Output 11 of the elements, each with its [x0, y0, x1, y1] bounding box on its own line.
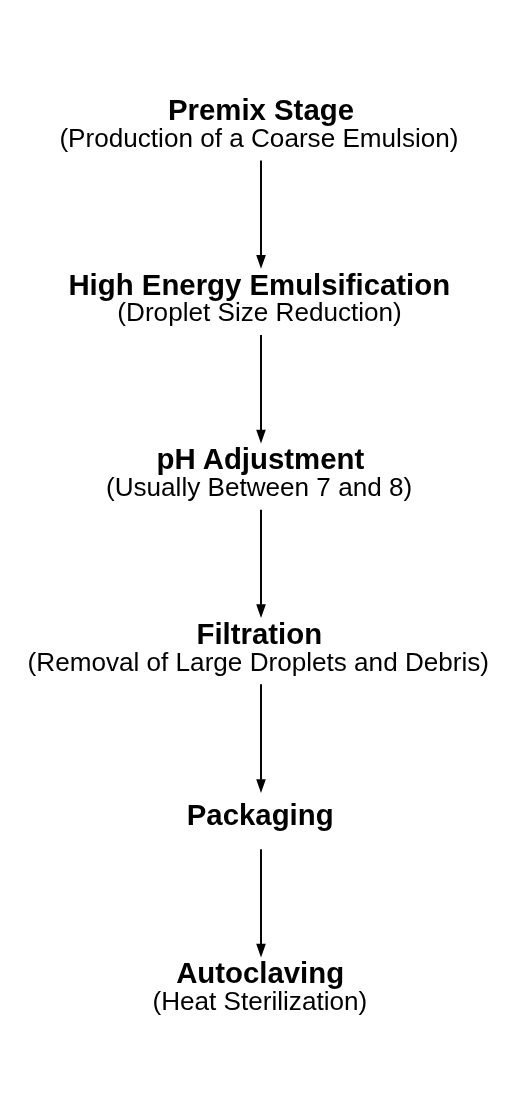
node-text: Autoclaving (Heat Sterilization) — [152, 955, 368, 1016]
node-text: High Energy Emulsification (Droplet Size Reduction) — [68, 267, 451, 327]
arrow — [256, 847, 266, 958]
node-text: pH Adjustment (Usually Between 7 and 8) — [105, 441, 413, 502]
node-text: Packaging — [186, 797, 334, 831]
arrow — [256, 508, 266, 618]
arrow — [256, 159, 266, 269]
arrow — [256, 333, 266, 443]
arrow — [256, 682, 266, 793]
node-text: Filtration (Removal of Large Droplets and Debris) — [27, 616, 490, 677]
node-text: Premix Stage (Production of a Coarse Emulsion) — [59, 92, 459, 153]
